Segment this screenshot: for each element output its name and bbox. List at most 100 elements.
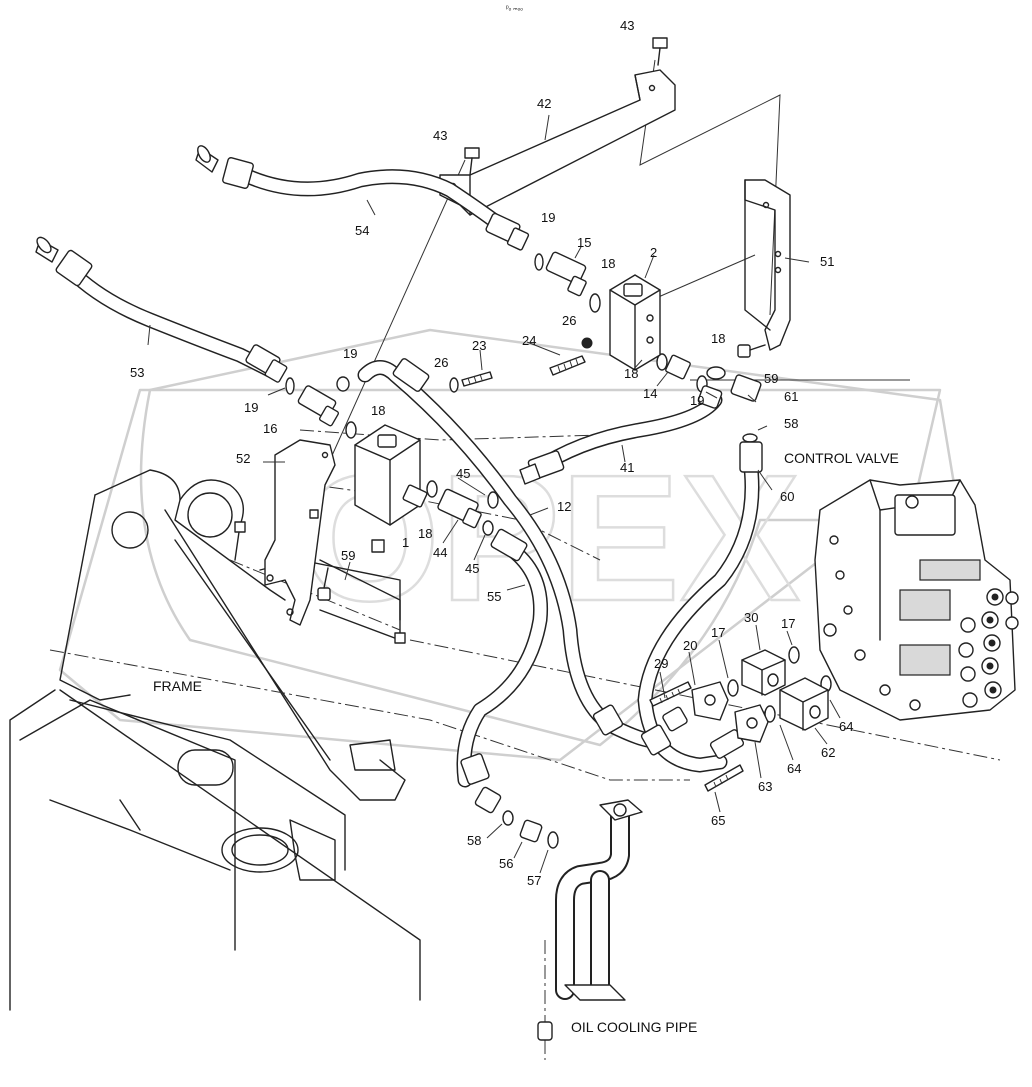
callout-16: 16 xyxy=(263,421,277,436)
fitting-15 xyxy=(545,251,587,297)
o-ring-45a xyxy=(487,491,499,509)
callout-64-lower: 64 xyxy=(787,761,801,776)
callout-18-left: 18 xyxy=(371,403,385,418)
leader-lines xyxy=(147,114,841,874)
o-ring-18c xyxy=(656,353,668,371)
callout-18-block1: 18 xyxy=(418,526,432,541)
callout-26-upper: 26 xyxy=(562,313,576,328)
o-ring-45b xyxy=(482,520,494,536)
callout-53: 53 xyxy=(130,365,144,380)
callout-14: 14 xyxy=(643,386,657,401)
hose-41 xyxy=(519,385,723,485)
callout-19-right: 19 xyxy=(690,393,704,408)
header-mark: ᵖₒ ₘₒₒ xyxy=(506,5,523,12)
fitting-14 xyxy=(665,354,691,380)
callout-45-upper: 45 xyxy=(456,466,470,481)
callout-19-mid: 19 xyxy=(343,346,357,361)
valve-block-2 xyxy=(609,274,661,371)
callout-52: 52 xyxy=(236,451,250,466)
o-ring-19c xyxy=(336,376,350,392)
callout-17-left: 17 xyxy=(711,625,725,640)
hose-55 xyxy=(456,528,549,814)
callout-24: 24 xyxy=(522,333,536,348)
block-62 xyxy=(779,677,829,731)
callout-43-left: 43 xyxy=(433,128,447,143)
callout-26-lower: 26 xyxy=(434,355,448,370)
callout-45-lower: 45 xyxy=(465,561,479,576)
callout-63: 63 xyxy=(758,779,772,794)
o-ring-18a xyxy=(589,293,601,313)
callout-54: 54 xyxy=(355,223,369,238)
o-ring-17b xyxy=(788,646,800,664)
hose-60 xyxy=(637,441,763,773)
callout-65: 65 xyxy=(711,813,725,828)
callout-60: 60 xyxy=(780,489,794,504)
o-ring-26b xyxy=(449,377,459,393)
o-ring-57 xyxy=(547,831,559,849)
bracket-52 xyxy=(264,439,336,626)
fitting-16 xyxy=(297,385,340,427)
hose-12 xyxy=(357,358,668,749)
callout-61: 61 xyxy=(784,389,798,404)
callout-19-left: 19 xyxy=(244,400,258,415)
block-30 xyxy=(741,649,786,696)
bolt-29 xyxy=(649,681,692,707)
bolt-59-left xyxy=(317,567,331,601)
callout-2: 2 xyxy=(650,245,657,260)
o-ring-18e xyxy=(426,480,438,498)
bolt-23 xyxy=(461,371,493,387)
spring-26 xyxy=(581,337,593,349)
control-valve-spools xyxy=(958,588,1019,708)
callout-42: 42 xyxy=(537,96,551,111)
elbow-61 xyxy=(730,374,762,402)
callout-17-right: 17 xyxy=(781,616,795,631)
control-valve xyxy=(814,479,1019,721)
callout-30: 30 xyxy=(744,610,758,625)
callout-19-top: 19 xyxy=(541,210,555,225)
o-ring-19b xyxy=(285,377,295,395)
callout-58-lower: 58 xyxy=(467,833,481,848)
flange-63 xyxy=(734,704,769,743)
o-ring-58a xyxy=(742,433,758,443)
fitting-block1-out xyxy=(402,484,428,508)
callout-51: 51 xyxy=(820,254,834,269)
callout-12: 12 xyxy=(557,499,571,514)
fitting-12-end xyxy=(662,706,688,732)
callout-57: 57 xyxy=(527,873,541,888)
bolt-24 xyxy=(549,355,586,376)
bolt-59-right xyxy=(737,344,766,358)
flange-20 xyxy=(691,681,729,721)
callout-1: 1 xyxy=(402,535,409,550)
bolt-43-top xyxy=(652,37,668,66)
callout-59-right: 59 xyxy=(764,371,778,386)
o-ring-17a xyxy=(727,679,739,697)
hose-54 xyxy=(195,145,530,251)
callout-23: 23 xyxy=(472,338,486,353)
oil-cooling-pipe xyxy=(519,799,643,1041)
o-ring-18d xyxy=(706,366,726,380)
callout-15: 15 xyxy=(577,235,591,250)
callout-29: 29 xyxy=(654,656,668,671)
callout-18-right: 18 xyxy=(711,331,725,346)
callout-58-right: 58 xyxy=(784,416,798,431)
frame-small-parts xyxy=(234,521,406,644)
bolt-43-left xyxy=(464,147,480,176)
callout-43-top: 43 xyxy=(620,18,634,33)
bracket-42 xyxy=(439,69,676,216)
callout-56: 56 xyxy=(499,856,513,871)
callout-18-top: 18 xyxy=(601,256,615,271)
callout-41: 41 xyxy=(620,460,634,475)
callout-numbers: 43 42 43 54 19 15 2 18 51 53 26 24 23 26… xyxy=(130,18,853,888)
o-ring-58b xyxy=(502,810,514,826)
o-ring-19a xyxy=(534,253,544,271)
hose-53 xyxy=(35,236,288,383)
callout-64-right: 64 xyxy=(839,719,853,734)
bolt-65 xyxy=(704,764,744,792)
bracket-51 xyxy=(744,179,791,351)
callout-55: 55 xyxy=(487,589,501,604)
label-oil-cooling-pipe: OIL COOLING PIPE xyxy=(571,1019,697,1035)
callout-44: 44 xyxy=(433,545,447,560)
callout-59-left: 59 xyxy=(341,548,355,563)
